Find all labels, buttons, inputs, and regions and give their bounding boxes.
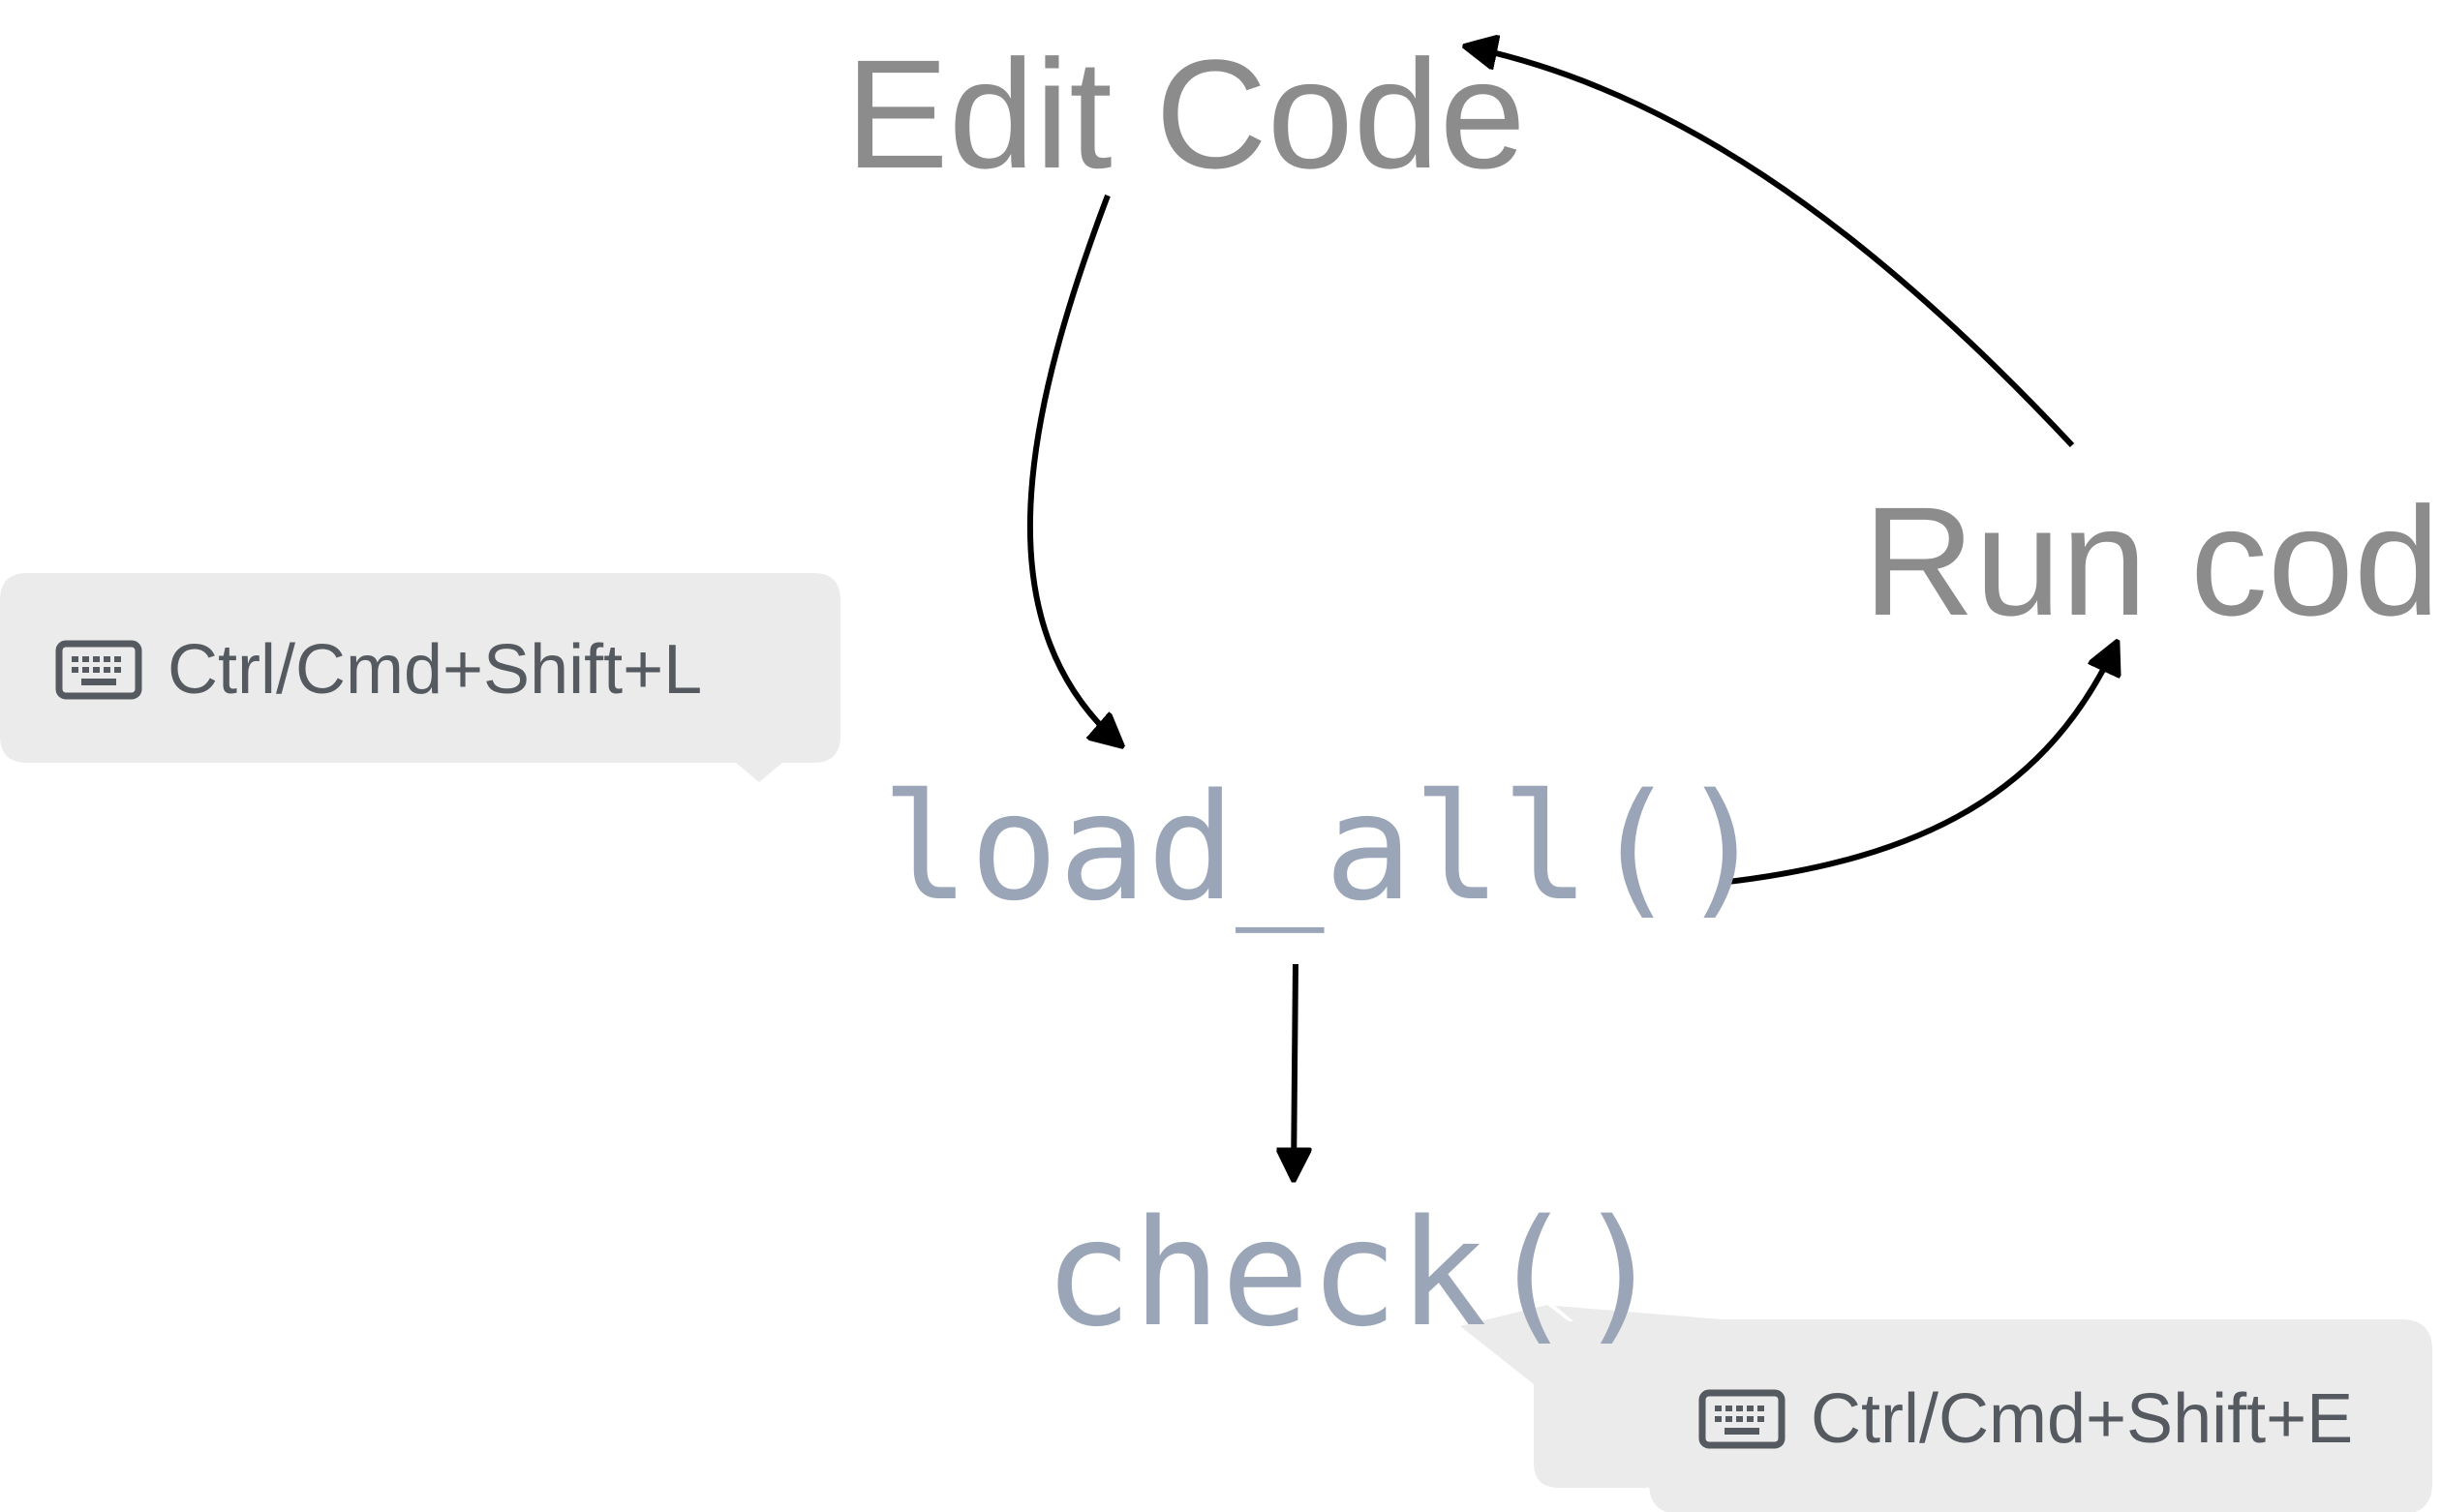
edit-code-node: Edit Code <box>845 27 1526 200</box>
arrow-load-all-to-run-code <box>1719 643 2117 886</box>
check-shortcut-text: Ctrl/Cmd+Shift+E <box>1811 1380 2354 1458</box>
load-all-function-node: load_all() <box>881 762 1768 933</box>
keyboard-icon <box>55 640 142 700</box>
load-all-shortcut-callout <box>0 573 840 782</box>
load-all-shortcut-text: Ctrl/Cmd+Shift+L <box>168 631 703 709</box>
arrow-run-code-to-edit <box>1466 46 2075 448</box>
arrow-load-all-to-check <box>1294 963 1296 1179</box>
keyboard-icon <box>1698 1389 1786 1449</box>
load-all-shortcut: Ctrl/Cmd+Shift+L <box>55 630 702 710</box>
run-code-node: Run code <box>1863 474 2442 648</box>
check-shortcut: Ctrl/Cmd+Shift+E <box>1698 1379 2353 1459</box>
check-function-node: check() <box>1044 1188 1664 1359</box>
arrow-edit-to-load-all <box>1027 194 1121 745</box>
check-shortcut-callout-body <box>1555 1306 2432 1512</box>
